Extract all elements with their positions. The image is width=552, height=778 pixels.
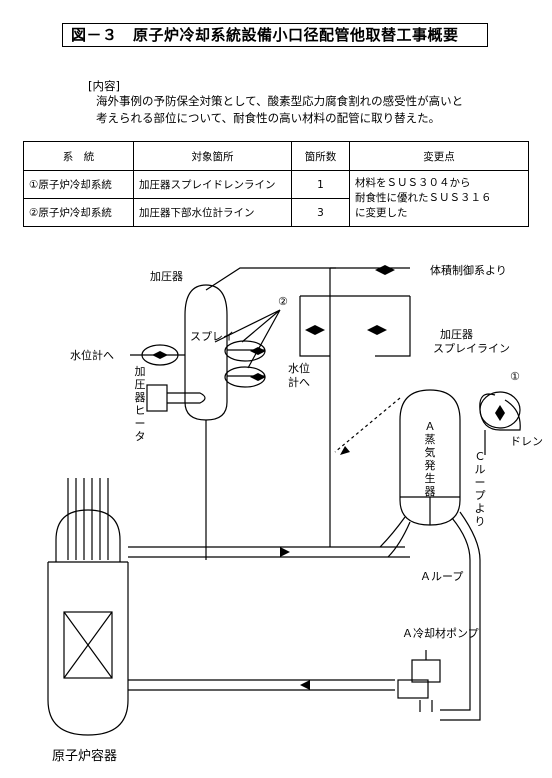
content-description: 海外事例の予防保全対策として、酸素型応力腐食割れの感受性が高いと 考えられる部位… [96, 93, 526, 127]
cell-change: 材料をＳＵＳ３０４から 耐食性に優れたＳＵＳ３１６ に変更した [349, 170, 529, 227]
content-line: 考えられる部位について、耐食性の高い材料の配管に取り替えた。 [96, 111, 441, 125]
cell-count: 3 [291, 198, 350, 227]
cell-location: 加圧器下部水位計ライン [133, 198, 292, 227]
reactor-core [63, 611, 113, 679]
circle2-leader-lines [214, 309, 281, 369]
spray-branch-line [299, 295, 411, 357]
valve-icon [305, 325, 325, 335]
change-line: 材料をＳＵＳ３０４から [355, 177, 471, 189]
valve-icon [250, 373, 266, 381]
change-line: 耐食性に優れたＳＵＳ３１６ [355, 192, 492, 204]
label-sg-char: 蒸 [425, 433, 436, 446]
content-line: 海外事例の予防保全対策として、酸素型応力腐食割れの感受性が高いと [96, 94, 464, 108]
label-to-level-gauge: 水位計へ [70, 348, 114, 362]
steam-generator-shape [399, 389, 461, 526]
label-spray-line: スプレイライン [433, 342, 510, 355]
header-system: 系 統 [23, 141, 134, 171]
label-circle2: ② [278, 295, 288, 308]
figure-title: 図－３ 原子炉冷却系統設備小口径配管他取替工事概要 [62, 23, 488, 47]
label-a-pump: Ａ冷却材ポンプ [402, 626, 479, 640]
cross-over-leg [440, 511, 481, 721]
spray-callout-arrow [334, 397, 401, 453]
pump-suction [419, 700, 433, 712]
label-c-loop-char: プ [475, 489, 486, 502]
label-c-loop-char: Ｃ [475, 450, 486, 463]
label-level-gauge-v: 計へ [288, 375, 310, 389]
reactor-core-cross [63, 611, 113, 679]
label-drain: ドレン [510, 435, 543, 448]
label-reactor-vessel: 原子炉容器 [52, 748, 117, 764]
label-pressurizer: 加圧器 [150, 270, 183, 283]
change-line: に変更した [355, 207, 408, 219]
valve-icon [152, 351, 168, 359]
reactor-vessel-shape [47, 509, 129, 736]
label-heater-char: 加 [135, 365, 146, 378]
steam-generator-divider [400, 496, 460, 525]
label-circle1: ① [510, 370, 520, 383]
flow-arrow-icon [280, 547, 290, 557]
label-c-loop-char: り [475, 515, 486, 528]
label-sg-char: 器 [425, 485, 436, 498]
label-a-loop: Ａループ [420, 570, 463, 583]
heater-element [167, 392, 206, 404]
label-heater-char: 圧 [135, 378, 146, 391]
flow-arrow-icon [300, 680, 310, 690]
hot-leg [128, 546, 410, 558]
control-rods [67, 478, 109, 560]
valve-icon [250, 347, 266, 355]
drain-circle [479, 391, 521, 429]
label-sg-char: 生 [425, 471, 436, 485]
flow-arrow-icon [340, 446, 350, 455]
cold-leg [128, 679, 395, 691]
table-row: ②原子炉冷却系統 加圧器下部水位計ライン 3 [23, 198, 529, 227]
drain-loop [479, 393, 521, 431]
label-sg-char: 気 [425, 445, 436, 459]
pressurizer-shape [184, 284, 228, 421]
level-tap-circle-left [141, 344, 179, 366]
label-c-loop-char: よ [475, 502, 486, 515]
label-spray: スプレイ [190, 330, 234, 343]
content-heading: [内容] [88, 79, 120, 93]
label-heater-char: ー [135, 417, 146, 430]
summary-table: 系 統 対象箇所 箇所数 変更点 ①原子炉冷却系統 加圧器スプレイドレンライン … [23, 141, 529, 227]
label-level-gauge-v: 水位 [288, 361, 310, 375]
table-header-row: 系 統 対象箇所 箇所数 変更点 [23, 141, 529, 171]
heater-box [146, 384, 168, 412]
cell-system: ①原子炉冷却系統 [23, 170, 134, 199]
cell-system: ②原子炉冷却系統 [23, 198, 134, 227]
valve-icon [375, 265, 395, 275]
label-c-loop-char: ル [475, 463, 486, 476]
header-change: 変更点 [349, 141, 529, 171]
spray-nozzle [205, 267, 336, 291]
label-sg-char: 発 [425, 458, 436, 472]
coolant-pump-motor [411, 659, 441, 683]
label-heater-char: タ [135, 430, 146, 443]
label-sg-char: Ａ [425, 420, 436, 433]
label-heater-char: 器 [135, 391, 146, 404]
label-spray-line: 加圧器 [440, 328, 473, 341]
label-heater-char: ヒ [135, 404, 146, 417]
label-c-loop-char: ー [475, 476, 486, 489]
coolant-pump-casing [397, 679, 429, 699]
sg-inlet [379, 516, 411, 558]
label-from-volume-control: 体積制御系より [430, 263, 507, 277]
valve-icon [367, 325, 387, 335]
header-count: 箇所数 [291, 141, 350, 171]
valve-icon [495, 405, 505, 421]
